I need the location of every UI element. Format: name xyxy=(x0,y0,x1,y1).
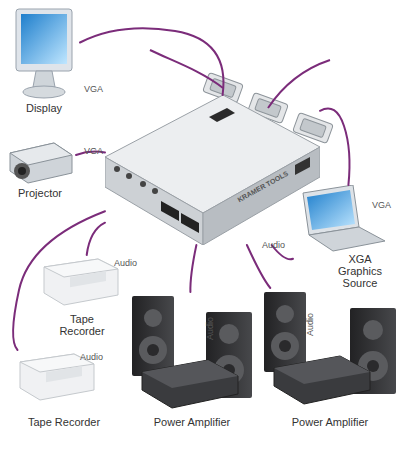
shape-circle xyxy=(139,336,167,364)
shape-circle xyxy=(144,309,162,327)
shape-circle xyxy=(276,305,294,323)
shape-circle xyxy=(219,324,239,344)
shape-polygon xyxy=(203,147,320,245)
device-caption: Projector xyxy=(4,187,76,199)
shape-rect xyxy=(264,292,306,372)
cable xyxy=(320,108,350,185)
shape-rect xyxy=(16,9,72,71)
shape-circle xyxy=(279,340,291,352)
shape-circle xyxy=(147,344,159,356)
shape-polygon xyxy=(44,259,118,277)
cable xyxy=(87,223,105,255)
shape-svg xyxy=(260,288,400,432)
shape-polygon xyxy=(209,108,235,122)
shape-polygon xyxy=(10,143,72,183)
shape-circle xyxy=(18,167,26,175)
shape-polygon xyxy=(274,356,370,404)
shape-polygon xyxy=(44,259,118,305)
amp-device: Power Amplifier xyxy=(128,292,256,432)
signal-label: Audio xyxy=(80,352,103,362)
shape-polygon xyxy=(309,227,385,251)
projector-device: Projector xyxy=(4,135,76,201)
shape-circle xyxy=(271,332,299,360)
shape-polygon xyxy=(105,157,203,245)
device-caption: Power Amplifier xyxy=(128,416,256,428)
tape-device: Tape Recorder xyxy=(14,350,99,432)
display-device: Display xyxy=(8,5,80,117)
signal-label: Audio xyxy=(262,240,285,250)
shape-polygon xyxy=(10,143,72,165)
shape-rect xyxy=(70,271,106,287)
cable xyxy=(247,245,270,288)
shape-polygon xyxy=(274,356,370,384)
shape-polygon xyxy=(307,190,355,230)
shape-rect xyxy=(21,14,67,64)
shape-circle xyxy=(363,320,383,340)
shape-polygon xyxy=(33,71,55,87)
shape-ellipse xyxy=(23,86,65,98)
vga-plug-pins xyxy=(300,118,327,137)
amp-device: Power Amplifier xyxy=(260,288,400,432)
signal-label: VGA xyxy=(84,84,103,94)
device-caption: Power Amplifier xyxy=(260,416,400,428)
shape-circle xyxy=(114,166,120,172)
cable xyxy=(150,50,223,88)
cable xyxy=(268,60,330,108)
shape-circle xyxy=(367,360,379,372)
shape-polygon xyxy=(181,213,199,233)
shape-polygon xyxy=(142,360,238,388)
shape-rect xyxy=(46,366,82,382)
shape-polygon xyxy=(295,157,310,175)
shape-circle xyxy=(126,173,132,179)
cable xyxy=(190,245,196,292)
shape-circle xyxy=(14,163,30,179)
device-caption: XGA Graphics Source xyxy=(329,253,391,289)
device-device: KRAMER TOOLS xyxy=(105,95,320,245)
device-caption: Tape Recorder xyxy=(46,313,118,337)
signal-label: VGA xyxy=(372,200,391,210)
shape-polygon xyxy=(142,360,238,408)
cable xyxy=(80,28,223,95)
shape-circle xyxy=(152,188,158,194)
signal-label: Audio xyxy=(305,313,315,336)
signal-label: VGA xyxy=(84,146,103,156)
shape-rect xyxy=(132,296,174,376)
shape-svg xyxy=(8,5,80,117)
tape-device: Tape Recorder xyxy=(38,255,123,347)
shape-polygon xyxy=(303,185,359,235)
device-caption: Tape Recorder xyxy=(14,416,114,428)
shape-polygon xyxy=(161,201,179,221)
shape-svg xyxy=(128,292,256,432)
signal-label: Audio xyxy=(114,258,137,268)
signal-label: Audio xyxy=(205,317,215,340)
shape-circle xyxy=(140,181,146,187)
device-caption: Display xyxy=(8,102,80,114)
